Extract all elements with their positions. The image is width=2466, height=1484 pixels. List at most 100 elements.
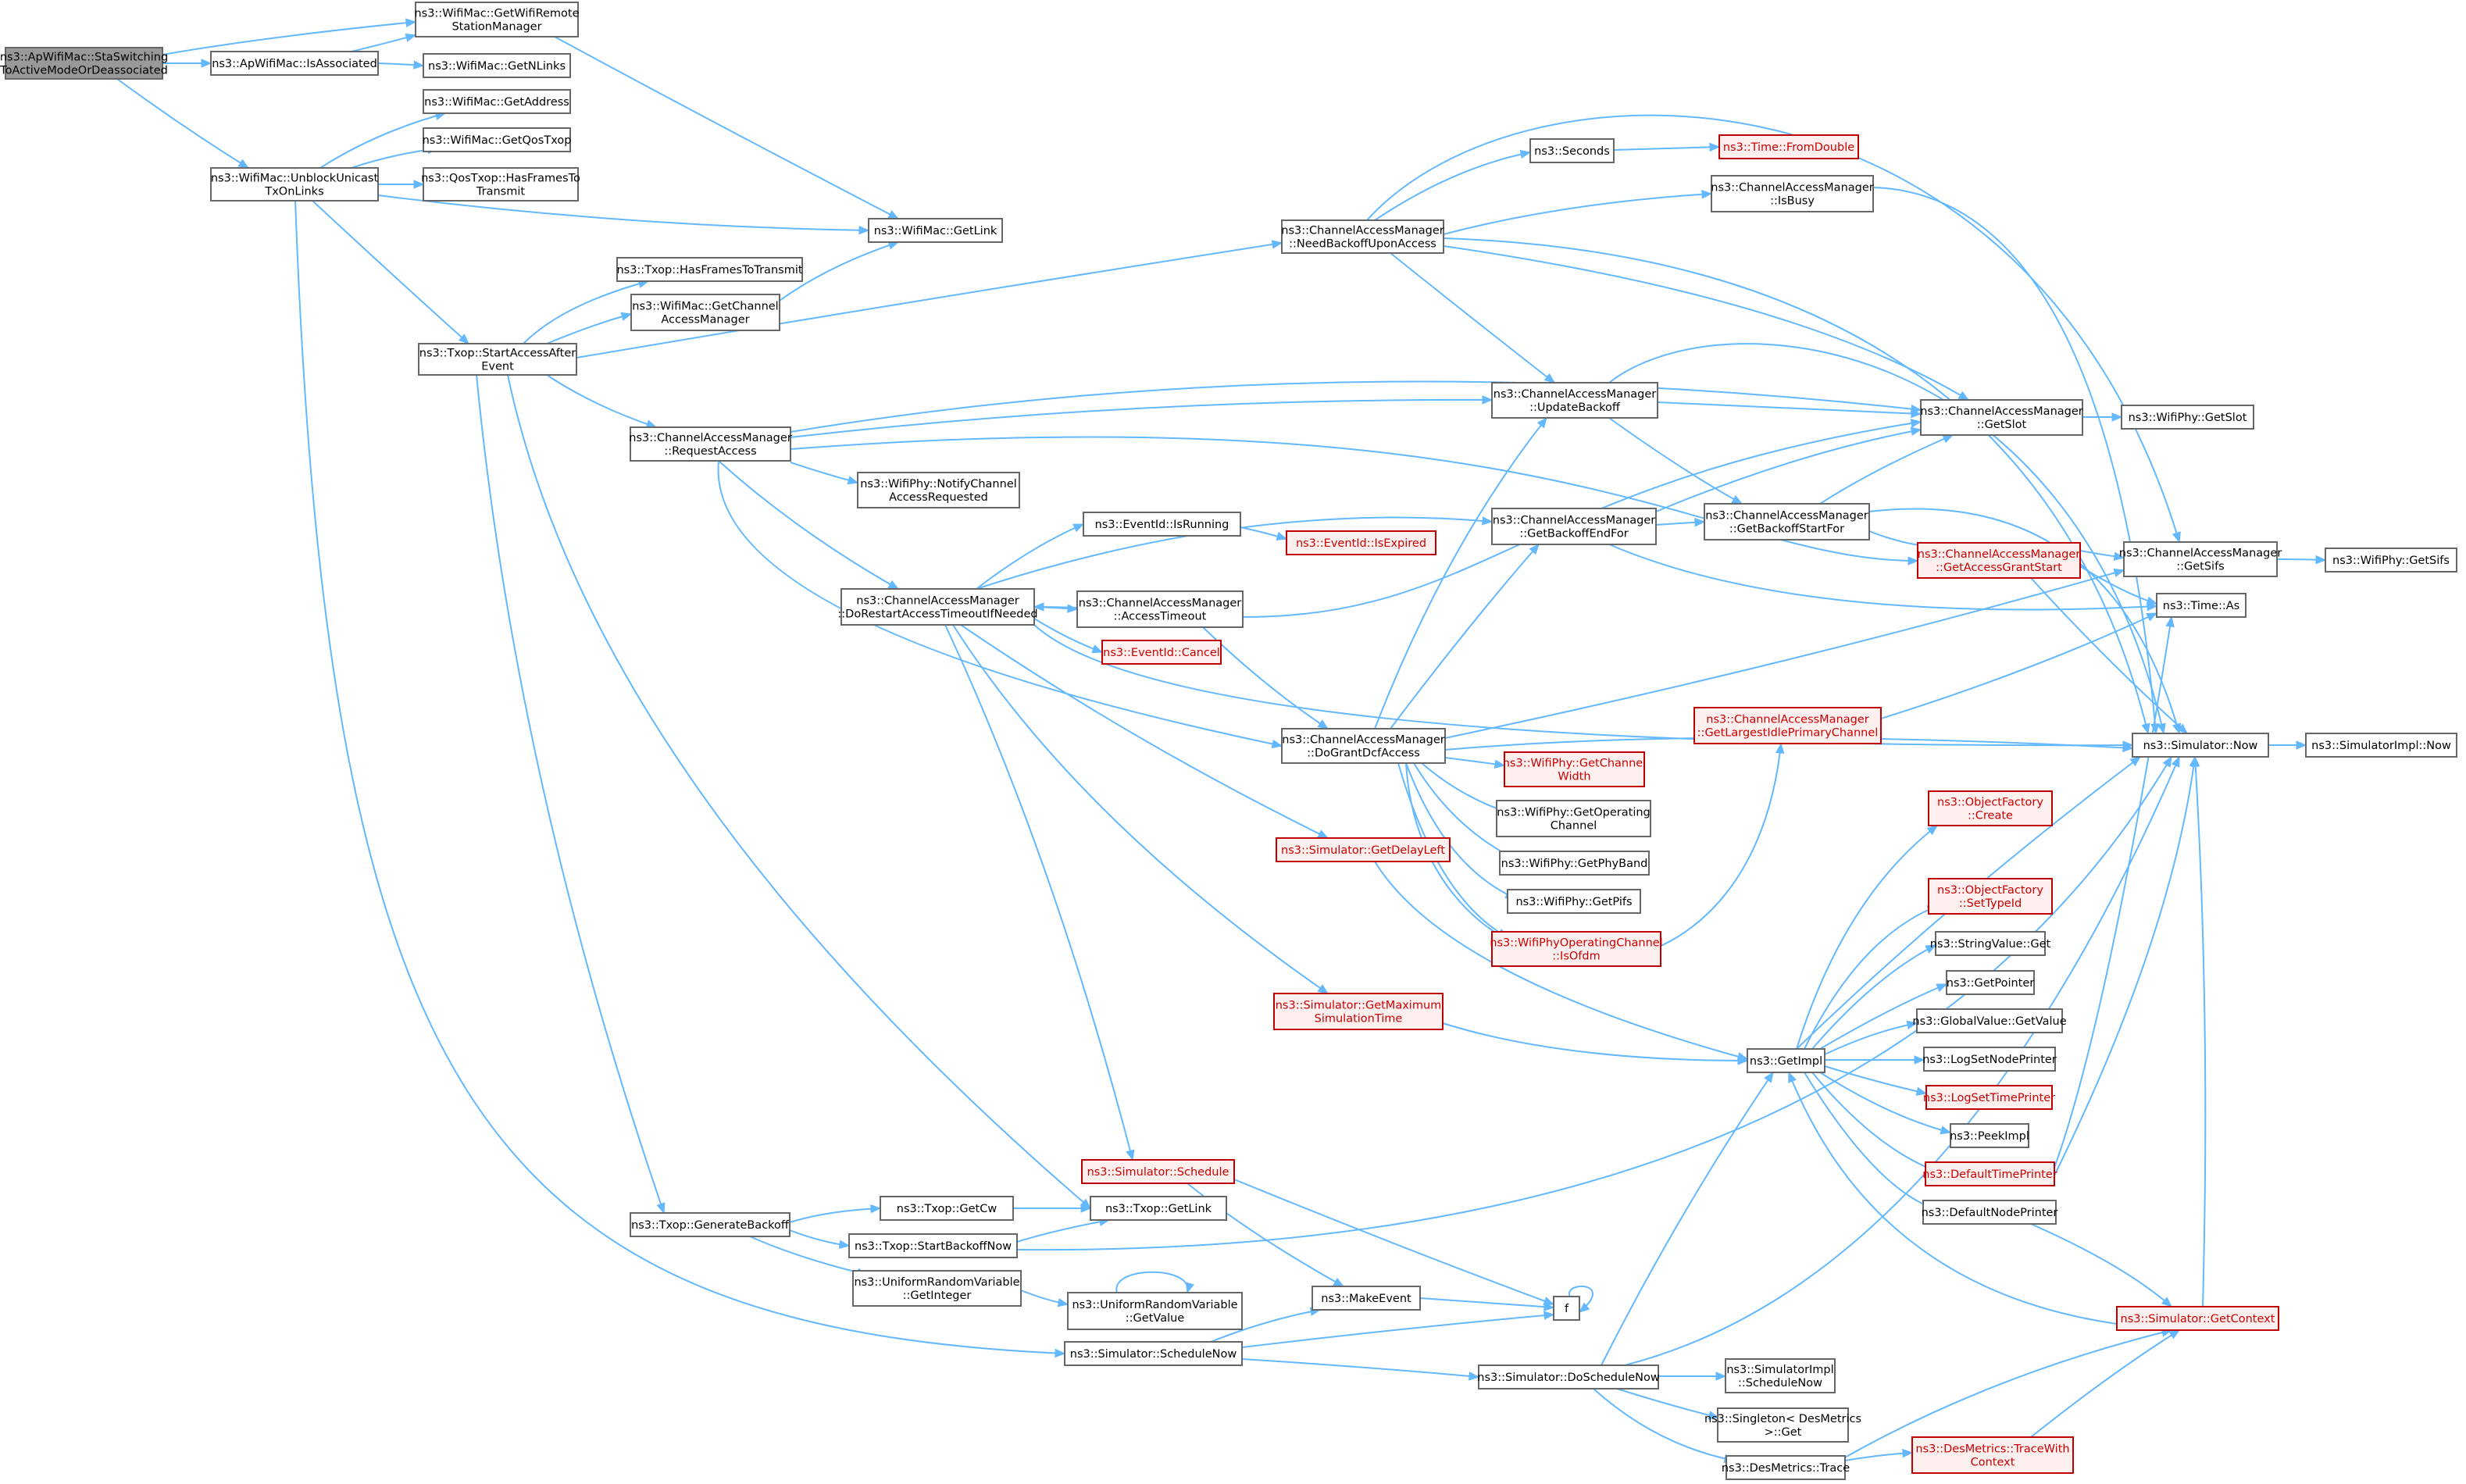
node-label: ::GetLargestIdlePrimaryChannel (1697, 727, 1879, 740)
node-getSifs[interactable]: ns3::ChannelAccessManager::GetSifs (2119, 541, 2282, 577)
node-implNow[interactable]: ns3::SimulatorImpl::Now (2305, 733, 2457, 758)
edge-simNow-to-implNow (2268, 740, 2307, 750)
node-logSetTime[interactable]: ns3::LogSetTimePrinter (1923, 1085, 2055, 1110)
node-getPhyBand[interactable]: ns3::WifiPhy::GetPhyBand (1499, 851, 1650, 876)
node-needBackoff[interactable]: ns3::ChannelAccessManager::NeedBackoffUp… (1281, 219, 1444, 254)
node-updateBackoff[interactable]: ns3::ChannelAccessManager::UpdateBackoff (1491, 382, 1658, 419)
node-requestAccess[interactable]: ns3::ChannelAccessManager::RequestAccess (629, 426, 792, 462)
node-desTrace[interactable]: ns3::DesMetrics::Trace (1722, 1455, 1850, 1480)
node-getPifs[interactable]: ns3::WifiPhy::GetPifs (1507, 889, 1641, 914)
node-seconds[interactable]: ns3::Seconds (1529, 138, 1615, 163)
node-doRestart[interactable]: ns3::ChannelAccessManager::DoRestartAcce… (837, 588, 1038, 626)
node-label: ns3::ChannelAccessManager (1920, 405, 2083, 418)
edge-updateBackoff-to-getBackoffStartFor (1608, 417, 1743, 505)
node-isAssociated[interactable]: ns3::ApWifiMac::IsAssociated (210, 51, 379, 76)
node-qosHasFrames[interactable]: ns3::QosTxop::HasFramesToTransmit (421, 167, 580, 202)
node-accessTimeout[interactable]: ns3::ChannelAccessManager::AccessTimeout (1076, 590, 1244, 628)
node-getImpl[interactable]: ns3::GetImpl (1747, 1048, 1825, 1073)
node-isExpired[interactable]: ns3::EventId::IsExpired (1286, 530, 1436, 555)
node-isRunning[interactable]: ns3::EventId::IsRunning (1083, 512, 1241, 537)
node-getQosTxop[interactable]: ns3::WifiMac::GetQosTxop (423, 127, 572, 152)
node-getPointer[interactable]: ns3::GetPointer (1946, 970, 2035, 995)
node-phyGetSifs[interactable]: ns3::WifiPhy::GetSifs (2325, 548, 2457, 573)
node-box (630, 426, 791, 462)
node-txopGetLink[interactable]: ns3::Txop::GetLink (1090, 1196, 1227, 1221)
node-label: AccessRequested (889, 491, 988, 504)
node-getSlot[interactable]: ns3::ChannelAccessManager::GetSlot (1920, 399, 2083, 436)
node-label: ns3::ObjectFactory (1937, 797, 2043, 809)
edge-isAssociated-to-getWifiRemote (351, 33, 417, 52)
node-label: ns3::Simulator::DoScheduleNow (1477, 1372, 1660, 1384)
node-label: ns3::ObjectFactory (1937, 884, 2043, 897)
node-label: >::Get (1765, 1426, 1802, 1439)
node-phyGetSlot[interactable]: ns3::WifiPhy::GetSlot (2121, 405, 2254, 430)
node-getAddress[interactable]: ns3::WifiMac::GetAddress (423, 89, 571, 114)
node-label: ns3::WifiMac::GetQosTxop (423, 134, 572, 147)
node-generateBackoff[interactable]: ns3::Txop::GenerateBackoff (630, 1212, 790, 1237)
node-getAccessGrantStart[interactable]: ns3::ChannelAccessManager::GetAccessGran… (1917, 542, 2081, 579)
node-isBusy[interactable]: ns3::ChannelAccessManager::IsBusy (1711, 175, 1874, 212)
node-defaultTime[interactable]: ns3::DefaultTimePrinter (1922, 1161, 2057, 1186)
node-logSetNode[interactable]: ns3::LogSetNodePrinter (1922, 1047, 2057, 1072)
node-getLink[interactable]: ns3::WifiMac::GetLink (868, 218, 1003, 243)
edge-doRestart-to-getMaxSimTime (952, 624, 1329, 994)
node-cancel[interactable]: ns3::EventId::Cancel (1101, 640, 1222, 665)
node-label: Event (481, 361, 514, 373)
node-label: ::GetBackoffStartFor (1729, 523, 1844, 536)
node-peekImpl[interactable]: ns3::PeekImpl (1950, 1123, 2029, 1148)
edge-doGrantDcf-to-getChannelWidth (1444, 757, 1506, 769)
node-label: ::SetTypeId (1959, 897, 2022, 910)
node-getContext[interactable]: ns3::Simulator::GetContext (2116, 1306, 2279, 1331)
edge-startAccessAfter-to-needBackoff (576, 240, 1283, 359)
node-getWifiRemote[interactable]: ns3::WifiMac::GetWifiRemoteStationManage… (414, 2, 580, 37)
node-ofCreate[interactable]: ns3::ObjectFactory::Create (1928, 790, 2053, 826)
node-startBackoffNow[interactable]: ns3::Txop::StartBackoffNow (848, 1233, 1018, 1258)
node-label: ns3::LogSetNodePrinter (1922, 1054, 2057, 1066)
node-box (1478, 1364, 1659, 1389)
node-ofSetTypeId[interactable]: ns3::ObjectFactory::SetTypeId (1928, 878, 2053, 915)
node-f[interactable]: f (1553, 1296, 1580, 1321)
node-getBackoffEndFor[interactable]: ns3::ChannelAccessManager::GetBackoffEnd… (1491, 508, 1657, 545)
call-edges (116, 18, 2327, 1464)
edge-doScheduleNow-to-implScheduleNow (1658, 1372, 1727, 1381)
node-globalValueGet[interactable]: ns3::GlobalValue::GetValue (1912, 1008, 2067, 1033)
node-makeEvent[interactable]: ns3::MakeEvent (1312, 1286, 1421, 1311)
node-singletonGet[interactable]: ns3::Singleton< DesMetrics>::Get (1704, 1407, 1861, 1443)
node-defaultNode[interactable]: ns3::DefaultNodePrinter (1922, 1200, 2058, 1225)
node-getNLinks[interactable]: ns3::WifiMac::GetNLinks (423, 53, 571, 78)
node-label: ns3::Simulator::Schedule (1087, 1166, 1229, 1179)
node-box (1922, 1200, 2057, 1225)
node-box (1916, 1008, 2063, 1033)
node-getLargestIdle[interactable]: ns3::ChannelAccessManager::GetLargestIdl… (1693, 707, 1882, 744)
node-stringValueGet[interactable]: ns3::StringValue::Get (1930, 931, 2051, 956)
node-isOfdm[interactable]: ns3::WifiPhyOperatingChannel::IsOfdm (1490, 931, 1663, 967)
node-timeAs[interactable]: ns3::Time::As (2156, 593, 2247, 618)
node-label: ns3::Simulator::GetDelayLeft (1281, 844, 1445, 857)
node-getBackoffStartFor[interactable]: ns3::ChannelAccessManager::GetBackoffSta… (1704, 503, 1870, 540)
node-staSwitching[interactable]: ns3::ApWifiMac::StaSwitchingToActiveMode… (0, 47, 168, 80)
node-txopHasFrames[interactable]: ns3::Txop::HasFramesToTransmit (616, 257, 803, 282)
node-getInteger[interactable]: ns3::UniformRandomVariable::GetInteger (852, 1270, 1022, 1307)
edge-getMaxSimTime-to-getImpl (1442, 1022, 1749, 1065)
node-fromDouble[interactable]: ns3::Time::FromDouble (1718, 134, 1859, 159)
node-getDelayLeft[interactable]: ns3::Simulator::GetDelayLeft (1276, 837, 1451, 862)
node-doGrantDcf[interactable]: ns3::ChannelAccessManager::DoGrantDcfAcc… (1281, 728, 1446, 764)
node-schedule[interactable]: ns3::Simulator::Schedule (1081, 1159, 1235, 1184)
node-box (1504, 751, 1645, 787)
node-getValueUrv[interactable]: ns3::UniformRandomVariable::GetValue (1067, 1292, 1243, 1330)
node-getCw[interactable]: ns3::Txop::GetCw (880, 1196, 1014, 1221)
node-notifyChannel[interactable]: ns3::WifiPhy::NotifyChannelAccessRequest… (857, 472, 1020, 508)
node-implScheduleNow[interactable]: ns3::SimulatorImpl::ScheduleNow (1725, 1358, 1836, 1393)
node-label: ns3::Singleton< DesMetrics (1704, 1413, 1861, 1425)
node-doScheduleNow[interactable]: ns3::Simulator::DoScheduleNow (1477, 1364, 1660, 1389)
node-scheduleNow[interactable]: ns3::Simulator::ScheduleNow (1064, 1341, 1243, 1366)
node-box (630, 294, 780, 331)
node-simNow[interactable]: ns3::Simulator::Now (2132, 733, 2269, 758)
